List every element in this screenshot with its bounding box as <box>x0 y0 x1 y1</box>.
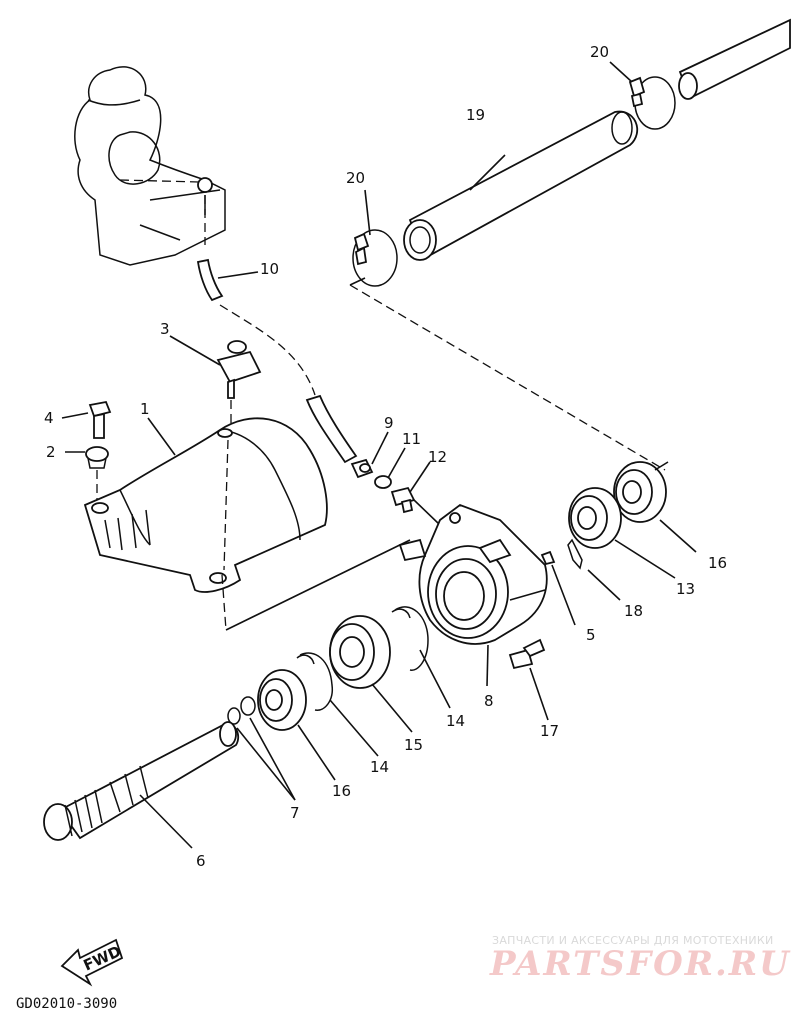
callout-6: 6 <box>196 852 206 870</box>
leader-lines <box>61 61 697 849</box>
watermark-tagline: ЗАПЧАСТИ И АКСЕССУАРЫ ДЛЯ МОТОТЕХНИКИ <box>492 934 774 947</box>
hose-19 <box>403 110 639 261</box>
fitting-12 <box>390 486 441 526</box>
oil-seal-16-lower <box>257 669 307 731</box>
callout-1: 1 <box>140 400 150 418</box>
bolt-4 <box>88 400 112 439</box>
leader-16-upper <box>654 461 669 471</box>
housing-8 <box>398 503 548 645</box>
callout-14-upper: 14 <box>446 712 465 730</box>
callout-17: 17 <box>540 722 559 740</box>
washer-2 <box>85 446 109 500</box>
fwd-arrow: FWD <box>60 938 124 987</box>
callout-19: 19 <box>466 106 485 124</box>
pipe-end <box>678 18 791 100</box>
callout-15: 15 <box>404 736 423 754</box>
callout-5: 5 <box>586 626 596 644</box>
callout-14-lower: 14 <box>370 758 389 776</box>
callout-18: 18 <box>624 602 643 620</box>
callout-9: 9 <box>384 414 394 432</box>
callout-10: 10 <box>260 260 279 278</box>
bearing-15 <box>329 615 391 689</box>
circlip-14-lower <box>296 652 334 711</box>
callout-20-right: 20 <box>590 43 609 61</box>
drive-shaft-6 <box>43 721 240 841</box>
callout-3: 3 <box>160 320 170 338</box>
callout-7: 7 <box>290 804 300 822</box>
circlip-14-upper <box>391 606 429 671</box>
oil-seal-16-upper <box>613 461 667 523</box>
hose-10 <box>196 258 358 464</box>
cover-1 <box>83 417 411 631</box>
o-rings-7 <box>227 696 256 725</box>
connection-line-hose-to-seal <box>349 284 666 471</box>
bolt-17 <box>508 638 546 670</box>
callout-4: 4 <box>44 409 54 427</box>
oil-seal-13 <box>568 487 622 549</box>
callout-labels: 1 2 3 4 5 6 7 8 9 10 11 12 13 14 14 15 1… <box>44 43 727 870</box>
watermark-brand: PARTSFOR.RU <box>490 944 791 984</box>
callout-20-left: 20 <box>346 169 365 187</box>
hose-clamp-20-left <box>352 229 398 287</box>
fitting-9 <box>350 458 374 479</box>
connection-line-hose-clamp <box>349 277 366 286</box>
callout-8: 8 <box>484 692 494 710</box>
grease-nipple-3 <box>216 340 262 430</box>
pin-5 <box>540 550 576 626</box>
callout-12: 12 <box>428 448 447 466</box>
callout-13: 13 <box>676 580 695 598</box>
callout-11: 11 <box>402 430 421 448</box>
hose-clamp-20-right <box>628 76 676 130</box>
callout-16-lower: 16 <box>332 782 351 800</box>
engine-block-fragment <box>74 66 226 266</box>
callout-16-upper: 16 <box>708 554 727 572</box>
clip-18 <box>567 538 583 570</box>
drawing-code: GD02010-3090 <box>16 996 118 1012</box>
callout-2: 2 <box>46 443 56 461</box>
nut-11 <box>374 475 392 489</box>
